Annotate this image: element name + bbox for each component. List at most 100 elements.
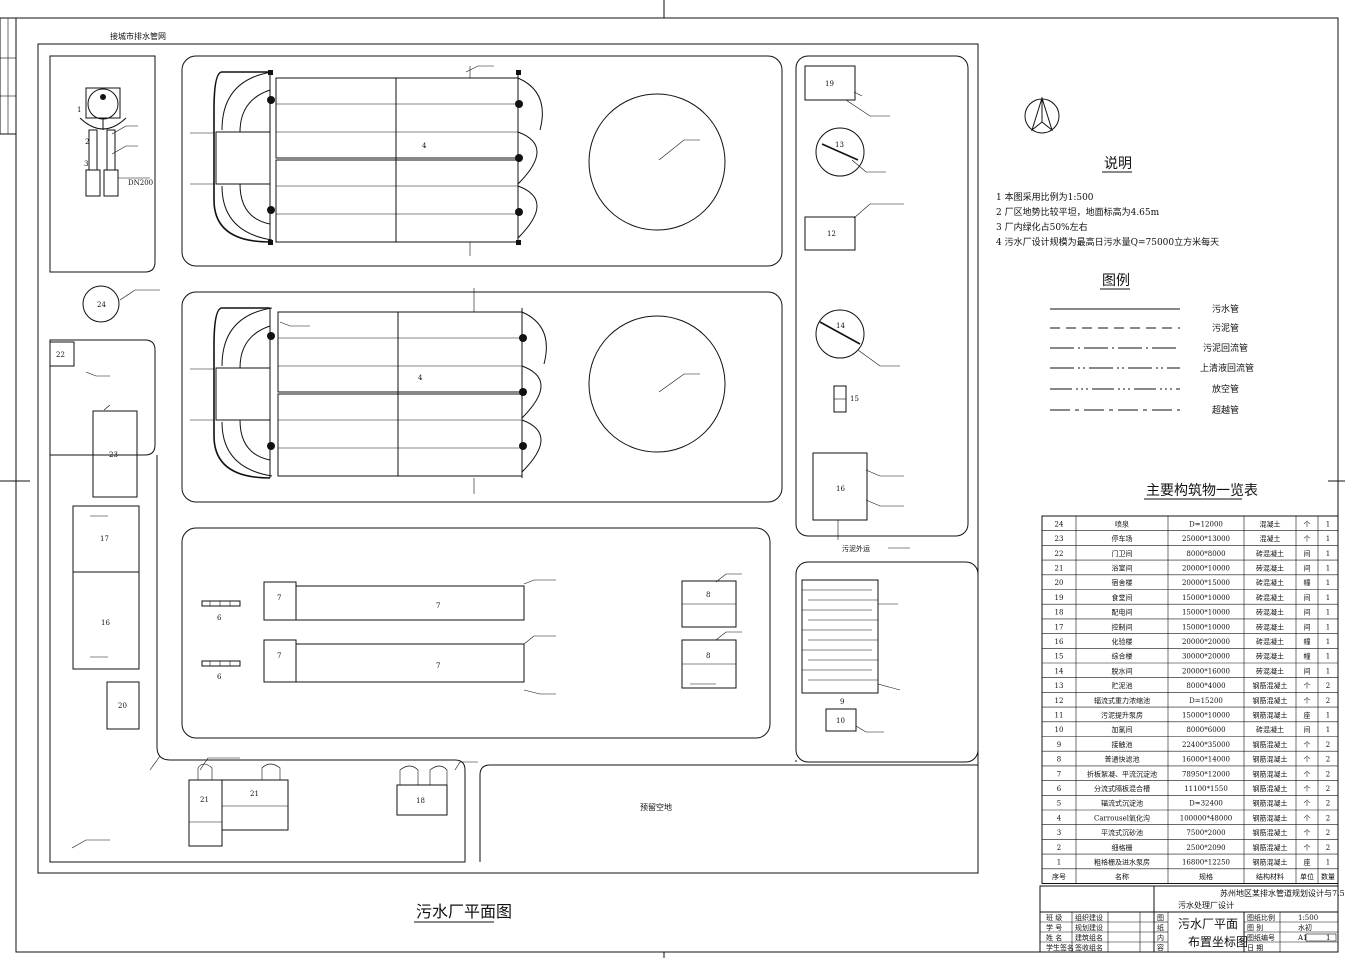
table-cell: 25000*13000 bbox=[1182, 535, 1230, 543]
unit-4-label-1: 4 bbox=[422, 142, 427, 150]
unit-23-label: 23 bbox=[109, 451, 118, 459]
table-header-cell: 名称 bbox=[1115, 872, 1129, 881]
table-cell: 钢筋混凝土 bbox=[1253, 813, 1288, 822]
table-cell: 个 bbox=[1304, 756, 1311, 764]
unit-7-label-2: 7 bbox=[436, 602, 440, 610]
table-cell: 20000*15000 bbox=[1182, 579, 1230, 587]
tb-sheet: 1 bbox=[1326, 934, 1330, 942]
table-cell: 13 bbox=[1055, 682, 1064, 690]
unit-19-box bbox=[106, 681, 140, 730]
table-cell: 2 bbox=[1326, 741, 1330, 749]
tb-right-value: A1 bbox=[1297, 934, 1308, 942]
filters bbox=[681, 580, 737, 689]
tb-right-label: 日 期 bbox=[1247, 944, 1263, 952]
table-cell: 2 bbox=[1326, 814, 1330, 822]
tb-left-label: 姓 名 bbox=[1046, 933, 1062, 942]
table-cell: 配电间 bbox=[1112, 608, 1133, 617]
unit-20-box bbox=[221, 779, 289, 831]
table-cell: 14 bbox=[1055, 667, 1064, 675]
sludge-out-label: 污泥外运 bbox=[842, 544, 870, 553]
table-cell: 砖混凝土 bbox=[1256, 578, 1284, 587]
table-cell: 砖混凝土 bbox=[1256, 652, 1284, 661]
notes-item-2: 2 厂区地势比较平坦，地面标高为4.65m bbox=[996, 206, 1160, 218]
legend-item-1: 污水管 bbox=[1212, 303, 1239, 315]
table-cell: 钢筋混凝土 bbox=[1253, 710, 1288, 719]
unit-14-label: 16 bbox=[836, 485, 845, 493]
table-cell: 2 bbox=[1326, 682, 1330, 690]
contact-tank bbox=[801, 579, 898, 694]
unit-10-label: 10 bbox=[836, 717, 845, 725]
table-cell: 砖混凝土 bbox=[1256, 593, 1284, 602]
table-cell: 个 bbox=[1304, 741, 1311, 749]
table-cell: 门卫间 bbox=[1112, 549, 1133, 558]
table-cell: 个 bbox=[1304, 800, 1311, 808]
thickener-1 bbox=[815, 127, 865, 177]
legend-item-6: 超越管 bbox=[1212, 404, 1239, 416]
table-cell: 喷泉 bbox=[1115, 519, 1129, 528]
table-cell: 混凝土 bbox=[1260, 534, 1281, 543]
unit-11-box bbox=[804, 216, 856, 251]
table-cell: 个 bbox=[1304, 535, 1311, 543]
table-cell: 1 bbox=[1326, 653, 1330, 661]
table-cell: 16800*12250 bbox=[1182, 858, 1230, 866]
table-cell: 脱水间 bbox=[1112, 666, 1133, 675]
legend-title: 图例 bbox=[1102, 273, 1130, 289]
table-cell: 钢筋混凝土 bbox=[1253, 828, 1288, 837]
table-cell: 砖混凝土 bbox=[1256, 725, 1284, 734]
tb-left-label: 学 号 bbox=[1046, 923, 1062, 932]
structures-title: 主要构筑物一览表 bbox=[1146, 483, 1258, 499]
tb-mid-label: 内 bbox=[1157, 933, 1164, 942]
table-cell: 个 bbox=[1304, 697, 1311, 705]
table-cell: 砖混凝土 bbox=[1256, 637, 1284, 646]
table-cell: 1 bbox=[1326, 667, 1330, 675]
table-cell: 幢 bbox=[1304, 578, 1311, 587]
tb-project-1: 苏州地区某排水管道规划设计与7.5万吨污水处理厂设计 bbox=[1178, 888, 1345, 910]
table-cell: 控制间 bbox=[1112, 622, 1133, 631]
north-arrow-icon bbox=[1024, 96, 1060, 134]
table-cell: 2 bbox=[1326, 697, 1330, 705]
table-cell: 间 bbox=[1304, 623, 1311, 631]
table-header-cell: 序号 bbox=[1052, 872, 1066, 881]
table-cell: 2 bbox=[1057, 844, 1061, 852]
table-cell: 钢筋混凝土 bbox=[1253, 843, 1288, 852]
tb-right-value: 1:500 bbox=[1298, 914, 1318, 922]
tb-left-label: 班 级 bbox=[1046, 913, 1062, 922]
clarifier-2 bbox=[588, 315, 726, 453]
table-cell: 辐流式重力浓缩池 bbox=[1094, 696, 1150, 705]
unit-17-box bbox=[396, 784, 448, 816]
table-cell: 8000*4000 bbox=[1186, 682, 1225, 690]
table-cell: 停车场 bbox=[1112, 534, 1133, 543]
table-cell: 综合楼 bbox=[1112, 652, 1133, 661]
table-cell: 100000*48000 bbox=[1180, 814, 1233, 822]
table-cell: 砖混凝土 bbox=[1256, 622, 1284, 631]
table-cell: 7500*2000 bbox=[1186, 829, 1225, 837]
table-cell: 1 bbox=[1326, 520, 1330, 528]
tb-drawing-name-1: 污水厂平面 bbox=[1178, 917, 1238, 931]
unit-6-label-1: 6 bbox=[217, 614, 222, 622]
table-header-cell: 数量 bbox=[1321, 872, 1335, 881]
tb-left-value: 签收组名 bbox=[1075, 943, 1103, 952]
table-cell: 化验楼 bbox=[1112, 637, 1133, 646]
table-cell: 个 bbox=[1304, 785, 1311, 793]
table-cell: 10 bbox=[1055, 726, 1064, 734]
table-cell: 1 bbox=[1326, 579, 1330, 587]
table-cell: 个 bbox=[1304, 829, 1311, 837]
notes-item-3: 3 厂内绿化占50%左右 bbox=[996, 221, 1088, 233]
table-cell: 个 bbox=[1304, 814, 1311, 822]
table-cell: 间 bbox=[1304, 609, 1311, 617]
table-cell: 幢 bbox=[1304, 652, 1311, 661]
table-cell: 间 bbox=[1304, 726, 1311, 734]
table-cell: 砖混凝土 bbox=[1256, 608, 1284, 617]
unit-16-label: 17 bbox=[100, 535, 109, 543]
table-cell: 15000*10000 bbox=[1182, 609, 1230, 617]
table-cell: 8 bbox=[1057, 756, 1061, 764]
table-cell: 8000*6000 bbox=[1186, 726, 1225, 734]
table-cell: 12 bbox=[1055, 697, 1064, 705]
oxidation-ditch-1 bbox=[190, 66, 543, 256]
table-header-cell: 单位 bbox=[1300, 872, 1314, 881]
legend-item-3: 污泥回流管 bbox=[1203, 342, 1248, 354]
unit-3-label: 3 bbox=[84, 160, 88, 168]
table-cell: 细格栅 bbox=[1112, 843, 1133, 852]
oxidation-ditch-2 bbox=[190, 288, 547, 494]
